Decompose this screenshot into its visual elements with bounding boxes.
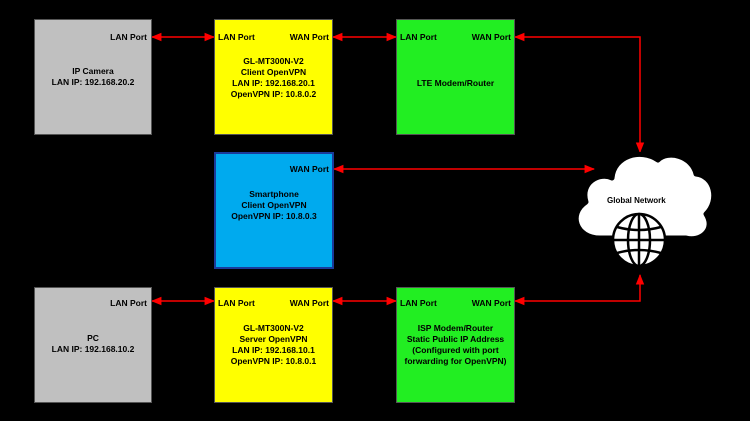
device-description: ISP Modem/Router Static Public IP Addres… (397, 323, 514, 367)
server-router-box: LAN Port WAN Port GL-MT300N-V2 Server Op… (214, 287, 333, 403)
lan-port-label: LAN Port (400, 298, 437, 308)
device-name: PC (87, 333, 99, 343)
device-role: Client OpenVPN (240, 67, 307, 77)
smartphone-box: WAN Port Smartphone Client OpenVPN OpenV… (214, 152, 334, 269)
lan-port-label: LAN Port (110, 298, 147, 308)
link-lte-cloud (513, 32, 645, 154)
lan-ip: LAN IP: 192.168.10.2 (51, 344, 135, 354)
wan-port-label: WAN Port (471, 298, 511, 308)
device-name: Smartphone (249, 189, 299, 199)
device-description: Smartphone Client OpenVPN OpenVPN IP: 10… (216, 189, 332, 222)
wan-port-label: WAN Port (471, 32, 511, 42)
device-description: LTE Modem/Router (397, 78, 514, 89)
wan-port-label: WAN Port (289, 298, 329, 308)
client-router-box: LAN Port WAN Port GL-MT300N-V2 Client Op… (214, 19, 333, 135)
lan-ip: LAN IP: 192.168.20.1 (232, 78, 315, 88)
device-name: IP Camera (72, 66, 114, 76)
port-forward-note-2: forwarding for OpenVPN) (404, 356, 507, 366)
openvpn-ip: OpenVPN IP: 10.8.0.2 (230, 89, 317, 99)
device-name: LTE Modem/Router (416, 78, 495, 88)
device-description: GL-MT300N-V2 Client OpenVPN LAN IP: 192.… (215, 56, 332, 100)
device-description: PC LAN IP: 192.168.10.2 (35, 333, 151, 355)
link-isp-cloud (513, 273, 645, 306)
openvpn-ip: OpenVPN IP: 10.8.0.3 (231, 211, 317, 221)
lan-ip: LAN IP: 192.168.20.2 (51, 77, 135, 87)
cloud-icon (573, 151, 717, 242)
pc-box: LAN Port PC LAN IP: 192.168.10.2 (34, 287, 152, 403)
wan-port-label: WAN Port (289, 32, 329, 42)
device-description: GL-MT300N-V2 Server OpenVPN LAN IP: 192.… (215, 323, 332, 367)
lan-port-label: LAN Port (400, 32, 437, 42)
device-role: Client OpenVPN (241, 200, 307, 210)
ip-camera-box: LAN Port IP Camera LAN IP: 192.168.20.2 (34, 19, 152, 135)
isp-modem-box: LAN Port WAN Port ISP Modem/Router Stati… (396, 287, 515, 403)
lan-port-label: LAN Port (218, 298, 255, 308)
device-model: GL-MT300N-V2 (243, 323, 304, 333)
cloud-label: Global Network (607, 196, 666, 205)
lte-modem-box: LAN Port WAN Port LTE Modem/Router (396, 19, 515, 135)
device-description: IP Camera LAN IP: 192.168.20.2 (35, 66, 151, 88)
device-name: ISP Modem/Router (417, 323, 494, 333)
openvpn-ip: OpenVPN IP: 10.8.0.1 (230, 356, 317, 366)
device-role: Server OpenVPN (239, 334, 308, 344)
device-model: GL-MT300N-V2 (243, 56, 304, 66)
lan-ip: LAN IP: 192.168.10.1 (232, 345, 315, 355)
lan-port-label: LAN Port (110, 32, 147, 42)
static-ip-note: Static Public IP Address (406, 334, 505, 344)
wan-port-label: WAN Port (289, 164, 329, 174)
port-forward-note-1: (Configured with port (412, 345, 499, 355)
globe-icon (611, 212, 667, 268)
lan-port-label: LAN Port (218, 32, 255, 42)
